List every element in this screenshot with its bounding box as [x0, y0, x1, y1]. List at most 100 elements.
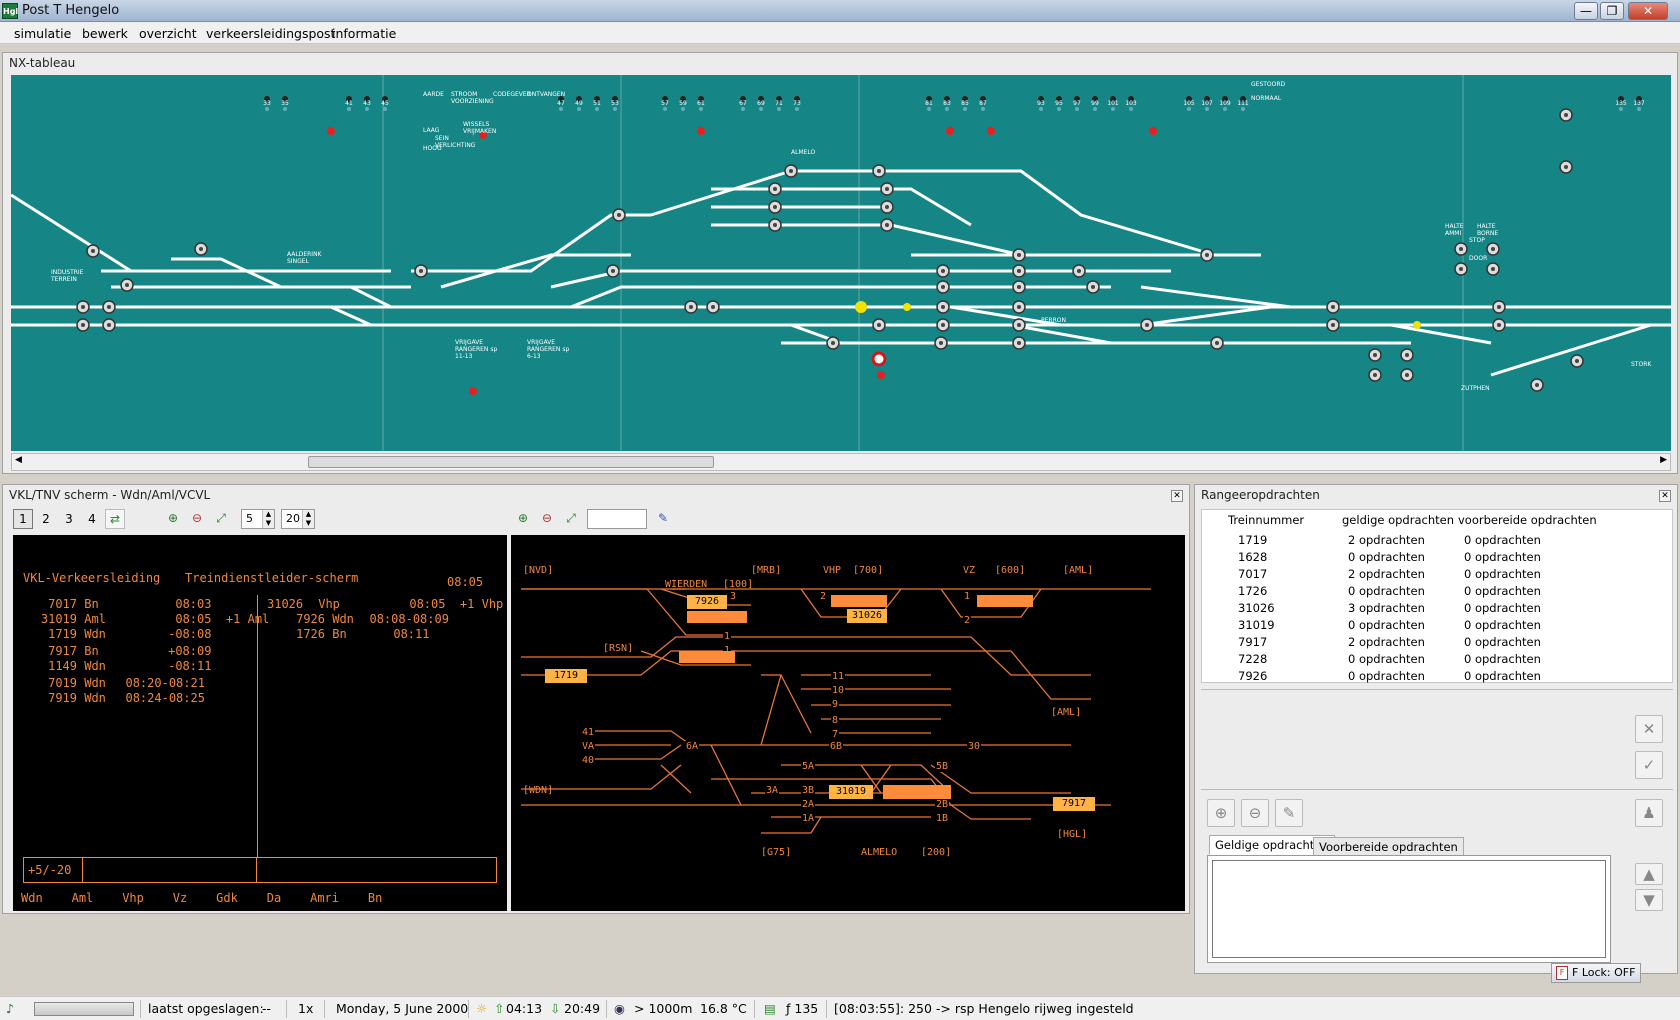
restore-icon[interactable]: ❐ — [1600, 2, 1624, 20]
signal-number: 59 — [679, 100, 687, 107]
menu-bewerk[interactable]: bewerk — [82, 26, 128, 41]
rangeer-close-icon[interactable]: ✕ — [1659, 490, 1671, 502]
route-buttons[interactable] — [76, 108, 1584, 392]
signal-lamp — [777, 107, 781, 111]
zoom-out-icon[interactable]: ⊖ — [191, 511, 203, 525]
spin-a-arrows-icon[interactable]: ▲▼ — [262, 510, 274, 528]
remove-icon[interactable]: ⊖ — [1241, 799, 1269, 827]
rangeer-title: Rangeeropdrachten — [1201, 488, 1320, 502]
train-31019[interactable]: 31019 — [829, 785, 873, 799]
label-almelo: ALMELO — [791, 149, 816, 156]
train-1719[interactable]: 1719 — [545, 669, 587, 683]
rangeer-table[interactable]: Treinnummer geldige opdrachten voorberei… — [1201, 509, 1673, 683]
tab-4[interactable]: 4 — [88, 512, 96, 526]
move-down-icon[interactable]: ▼ — [1635, 889, 1663, 911]
menu-overzicht[interactable]: overzicht — [139, 26, 197, 41]
menu-informatie[interactable]: informatie — [332, 26, 397, 41]
train-31026[interactable]: 31026 — [847, 609, 887, 623]
sunrise-icon: ⇧ — [494, 1001, 505, 1016]
signal-number: 135 — [1615, 100, 1627, 107]
zoom-in-icon[interactable]: ⊕ — [167, 511, 179, 525]
delete-icon[interactable]: ✕ — [1635, 715, 1663, 743]
vkl-screen[interactable]: VKL-Verkeersleiding Treindienstleider-sc… — [13, 535, 507, 911]
menu-simulatie[interactable]: simulatie — [14, 26, 72, 41]
tnv-zoom-in-icon[interactable]: ⊕ — [517, 511, 529, 525]
vkl-divider — [257, 595, 258, 857]
table-cell: 1628 — [1238, 550, 1268, 564]
col-voorbereide[interactable]: voorbereide opdrachten — [1458, 513, 1597, 527]
signal-number: 103 — [1125, 100, 1137, 107]
close-icon[interactable]: ✕ — [1628, 2, 1668, 20]
route-button-active[interactable] — [871, 351, 887, 367]
station-da[interactable]: Da — [266, 891, 282, 905]
pencil-icon[interactable]: ✎ — [1275, 799, 1303, 827]
station-aml[interactable]: Aml — [71, 891, 94, 905]
station-wdn[interactable]: Wdn — [21, 891, 43, 905]
tnv-track-label: 6A — [685, 741, 700, 752]
tnv-track-label: 2A — [801, 799, 816, 810]
spin-b-arrows-icon[interactable]: ▲▼ — [302, 510, 314, 528]
station-gdk[interactable]: Gdk — [216, 891, 238, 905]
speaker-icon[interactable]: ♪ — [6, 1001, 14, 1016]
station-vhp[interactable]: Vhp — [122, 891, 144, 905]
speed-value[interactable]: 1x — [298, 1001, 314, 1016]
person-icon[interactable]: ♟ — [1635, 799, 1663, 827]
scrollbar-thumb[interactable] — [308, 456, 714, 468]
add-icon[interactable]: ⊕ — [1207, 799, 1235, 827]
tab-2[interactable]: 2 — [42, 512, 50, 526]
fit-icon[interactable]: ⤢ — [216, 511, 226, 525]
signal-number: 43 — [363, 100, 371, 107]
col-treinnummer[interactable]: Treinnummer — [1228, 513, 1305, 527]
signal-number: 69 — [757, 100, 765, 107]
tnv-edit-icon[interactable]: ✎ — [657, 511, 669, 525]
tab-3[interactable]: 3 — [65, 512, 73, 526]
signal-number: 93 — [1037, 100, 1045, 107]
tab-1[interactable]: 1 — [13, 509, 33, 529]
tnv-search-input[interactable] — [587, 509, 647, 529]
vkl-input-box[interactable]: +5/-20 — [23, 857, 497, 883]
station-bn[interactable]: Bn — [367, 891, 383, 905]
vkl-close-icon[interactable]: ✕ — [1171, 490, 1183, 502]
minimize-icon[interactable]: — — [1574, 2, 1598, 20]
tnv-zoom-out-icon[interactable]: ⊖ — [541, 511, 553, 525]
tab-geldige-opdrachten[interactable]: Geldige opdrachten — [1209, 835, 1335, 855]
station-vz[interactable]: Vz — [172, 891, 188, 905]
signal-number: 47 — [557, 100, 565, 107]
col-geldige[interactable]: geldige opdrachten — [1342, 513, 1454, 527]
menu-verkeersleidingspost[interactable]: verkeersleidingspost — [206, 26, 336, 41]
spin-b[interactable]: 20▲▼ — [281, 509, 315, 529]
tnv-vz: VZ — [963, 565, 976, 576]
station-amri[interactable]: Amri — [310, 891, 339, 905]
signal-lamp — [794, 96, 800, 102]
tnv-screen[interactable]: [NVD] [MRB] VHP [700] VZ [600] [AML] WIE… — [511, 535, 1185, 911]
signal-lamp — [264, 96, 270, 102]
flock-button[interactable]: F F Lock: OFF — [1551, 963, 1641, 983]
move-up-icon[interactable]: ▲ — [1635, 863, 1663, 885]
tnv-fit-icon[interactable]: ⤢ — [566, 511, 576, 525]
train-7926[interactable]: 7926 — [687, 595, 727, 609]
check-icon[interactable]: ✓ — [1635, 751, 1663, 779]
table-cell: 7926 — [1238, 669, 1268, 683]
signal-lamp — [1074, 96, 1080, 102]
spin-a[interactable]: 5▲▼ — [241, 509, 275, 529]
refresh-icon[interactable]: ⇄ — [105, 509, 125, 529]
vkl-left-row-1: 31019 Aml 08:05 +1 Aml — [40, 612, 270, 626]
opdrachten-list[interactable] — [1207, 855, 1611, 963]
nx-horizontal-scrollbar[interactable]: ◀ ▶ — [11, 453, 1671, 471]
route-button-dot — [885, 223, 889, 227]
scroll-right-icon[interactable]: ▶ — [1660, 455, 1667, 465]
scroll-left-icon[interactable]: ◀ — [15, 455, 22, 465]
train-7917[interactable]: 7917 — [1053, 797, 1095, 811]
tab-voorbereide-opdrachten[interactable]: Voorbereide opdrachten — [1313, 837, 1464, 857]
